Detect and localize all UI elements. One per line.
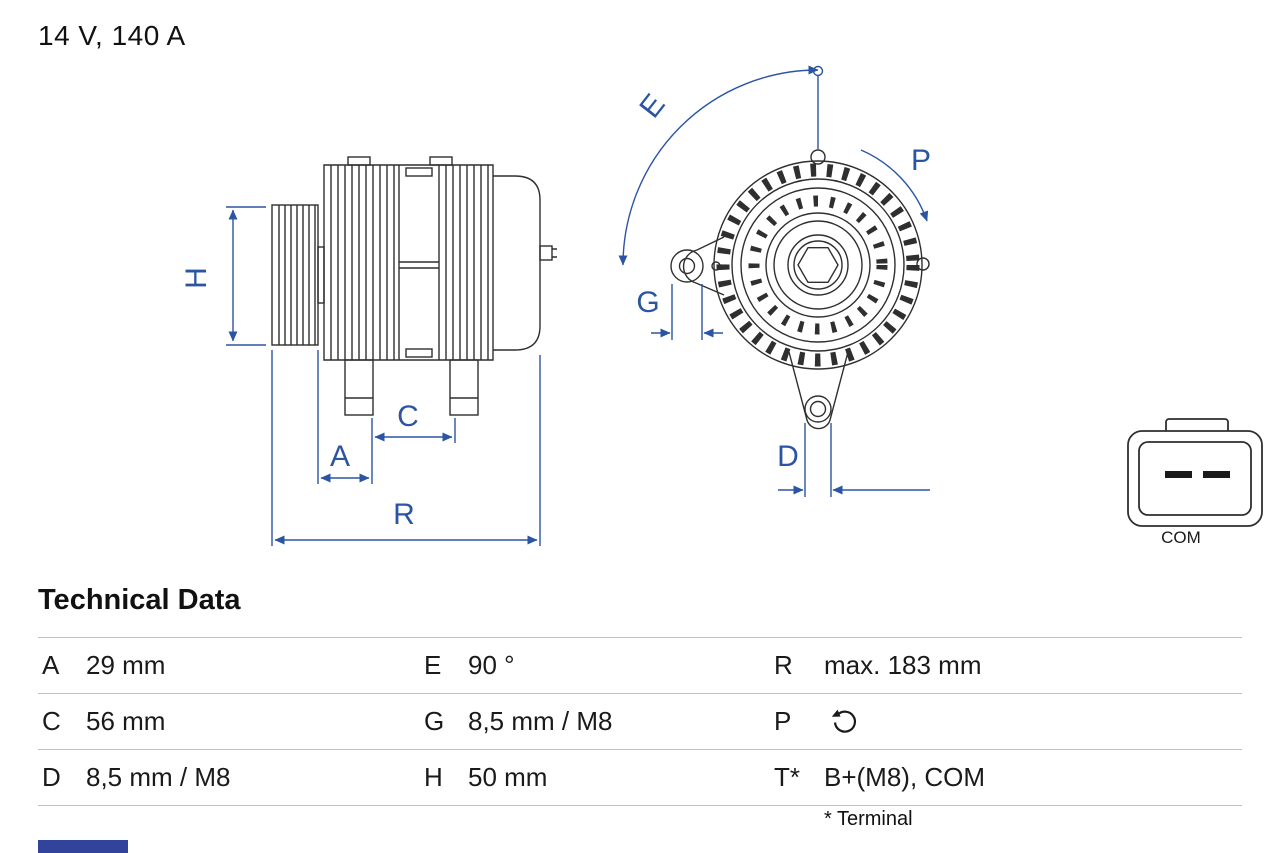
brand-bar <box>38 840 128 853</box>
dim-label-g: G <box>636 286 659 319</box>
table-row: D 8,5 mm / M8 H 50 mm T* B+(M8), COM <box>38 749 1242 805</box>
spec-key: C <box>42 706 61 736</box>
spec-value: 8,5 mm / M8 <box>86 762 231 792</box>
com-connector <box>1127 418 1263 527</box>
alternator-side-view <box>271 156 557 416</box>
connector-label: COM <box>1161 528 1201 547</box>
technical-data-title: Technical Data <box>38 584 241 616</box>
rotation-direction-icon <box>831 709 857 733</box>
dim-label-p: P <box>911 144 931 177</box>
spec-key: P <box>774 706 792 736</box>
dim-label-h: H <box>180 267 213 289</box>
spec-value: 90 ° <box>468 650 515 680</box>
product-rating: 14 V, 140 A <box>38 20 186 51</box>
spec-value: B+(M8), COM <box>824 762 986 792</box>
terminal-footnote: * Terminal <box>824 808 913 830</box>
technical-data-table: A 29 mm E 90 ° R max. 183 mm C 56 mm G 8… <box>38 637 1242 806</box>
spec-key: D <box>42 762 61 792</box>
dim-label-e: E <box>633 88 671 124</box>
spec-key: H <box>424 762 443 792</box>
spec-value: 8,5 mm / M8 <box>468 706 613 736</box>
alternator-technical-drawing: H A C R E G D P COM <box>180 65 1263 547</box>
dimension-lines <box>226 65 930 546</box>
spec-value <box>822 707 1242 737</box>
dim-label-a: A <box>330 440 350 473</box>
spec-value: max. 183 mm <box>824 650 982 680</box>
dim-label-d: D <box>777 440 799 473</box>
spec-key: R <box>774 650 793 680</box>
spec-key: E <box>424 650 442 680</box>
connector-pin <box>1165 471 1192 478</box>
connector-pin <box>1203 471 1230 478</box>
spec-key: T* <box>774 762 800 792</box>
spec-value: 56 mm <box>86 706 166 736</box>
alternator-front-view <box>670 149 930 430</box>
dim-label-r: R <box>393 498 415 531</box>
spec-key: A <box>42 650 60 680</box>
spec-value: 50 mm <box>468 762 548 792</box>
spec-key: G <box>424 706 445 736</box>
spec-value: 29 mm <box>86 650 166 680</box>
dim-label-c: C <box>397 400 419 433</box>
table-row: A 29 mm E 90 ° R max. 183 mm <box>38 637 1242 693</box>
table-row: C 56 mm G 8,5 mm / M8 P <box>38 693 1242 749</box>
